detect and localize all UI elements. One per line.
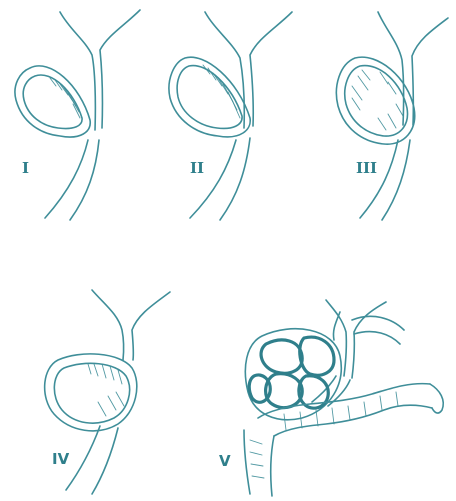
bowel-upper-wall (258, 384, 430, 418)
panel-5: V (219, 300, 443, 496)
intrahepatic-branch-3 (333, 312, 340, 340)
bowel-inner-wall (274, 405, 432, 436)
duct-right-branch (132, 292, 170, 360)
cyst-hatching (88, 364, 124, 416)
cyst-hatching (50, 78, 80, 118)
duct-left-branch (205, 12, 244, 128)
panel-label-5: V (219, 452, 231, 470)
panel-3: III (336, 12, 448, 220)
duct-right-branch (412, 18, 448, 125)
gallstones (249, 337, 334, 408)
panel-2: II (169, 12, 292, 220)
cyst-outer (45, 354, 137, 431)
panel-label-4: IV (52, 450, 70, 468)
bowel-end (430, 384, 443, 413)
panel-1: I (15, 10, 140, 220)
panel-4: IV (45, 290, 170, 494)
panel-label-2: II (190, 159, 204, 177)
duct-left-branch (92, 290, 124, 360)
duct-right-branch (100, 10, 140, 128)
common-duct-right-wall (220, 138, 250, 220)
common-duct-left-wall (45, 140, 88, 218)
cyst-hatching (352, 70, 403, 130)
bowel-lower-wall (271, 436, 274, 496)
common-duct-right-wall (382, 140, 410, 220)
panel-label-3: III (356, 159, 377, 177)
common-duct-left-wall (360, 140, 398, 218)
panel-label-1: I (22, 159, 29, 177)
common-duct-left-wall (66, 426, 100, 490)
duct-left-branch (60, 12, 95, 130)
cyst-inner (177, 66, 242, 129)
duct-right-branch (352, 302, 386, 378)
intrahepatic-branch-2 (354, 332, 400, 344)
bowel-left-wall (244, 430, 250, 494)
duct-right-branch (250, 12, 292, 126)
